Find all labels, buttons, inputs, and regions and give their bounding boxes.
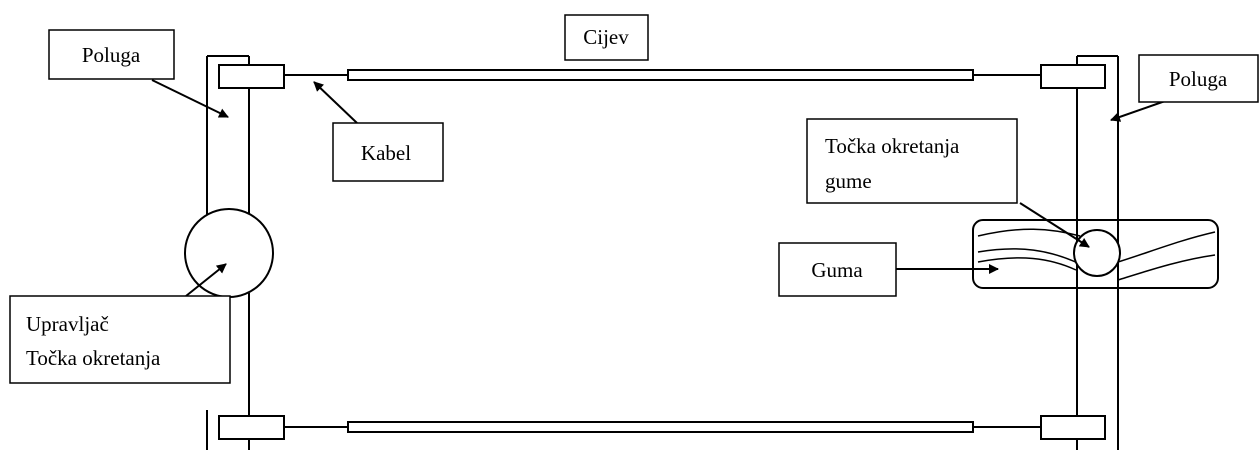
label-kabel: Kabel [332,122,444,182]
top-tube [347,69,974,81]
upravljac-line1: Upravljač [26,312,109,336]
poluga-left-text: Poluga [82,43,141,67]
tire-pivot-circle [1073,229,1121,277]
arrow-poluga-left [151,79,229,118]
cijev-text: Cijev [583,25,629,49]
arrows [151,79,1169,297]
bottom-left-connector [218,415,285,440]
steering-pivot-circle [184,208,274,298]
arrow-tocka-gume [1019,202,1090,248]
label-cijev: Cijev [564,14,649,61]
bottom-tube [347,421,974,433]
label-guma: Guma [778,242,897,297]
bottom-right-connector [1040,415,1106,440]
cables [284,74,1041,428]
label-poluga-right: Poluga [1138,54,1259,103]
top-left-connector [218,64,285,89]
arrow-poluga-right [1110,99,1169,122]
label-tocka-okretanja-gume: Točka okretanja gume [806,118,1018,204]
label-poluga-left: Poluga [48,29,175,80]
tocka-gume-line2: gume [825,169,872,193]
top-right-connector [1040,64,1106,89]
upravljac-line2: Točka okretanja [26,346,161,370]
poluga-right-text: Poluga [1169,67,1228,91]
tocka-gume-line1: Točka okretanja [825,134,960,158]
guma-text: Guma [811,258,863,282]
arrow-kabel [313,81,358,124]
arrow-upravljac [185,263,227,297]
label-upravljac-tocka-okretanja: Upravljač Točka okretanja [9,295,231,384]
kabel-text: Kabel [361,141,411,165]
